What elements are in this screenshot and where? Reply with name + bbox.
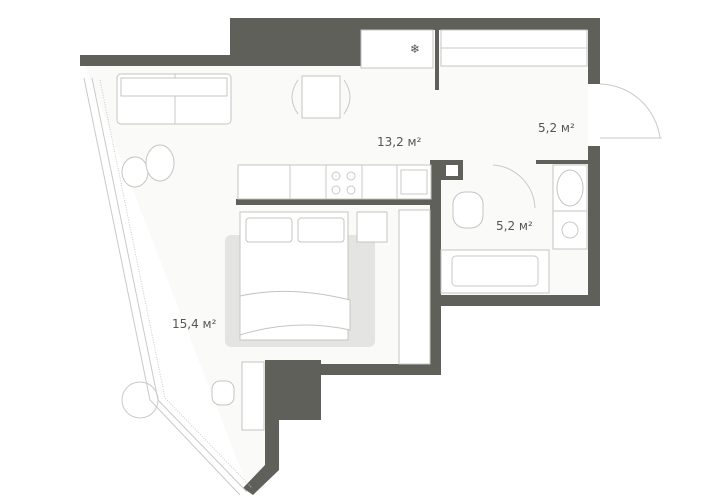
bed: [239, 211, 351, 341]
fridge: [360, 29, 434, 69]
sofa: [116, 73, 232, 125]
entrance-door[interactable]: [599, 83, 662, 139]
dining-table: [301, 75, 341, 119]
window: [83, 77, 253, 496]
bedroom-wardrobe: [398, 209, 431, 365]
kitchen-counter: [237, 164, 432, 200]
chair: [211, 380, 235, 406]
pouf: [145, 144, 175, 182]
snowflake-icon: ❄: [410, 42, 420, 56]
area-label-bedroom: 15,4 м²: [172, 317, 217, 331]
walls: [80, 18, 600, 495]
bathroom-fixtures: [440, 164, 588, 294]
area-label-hallway: 5,2 м²: [538, 121, 575, 135]
desk: [241, 361, 265, 431]
pouf: [121, 156, 149, 188]
nightstand: [356, 211, 388, 243]
area-label-bathroom: 5,2 м²: [496, 219, 533, 233]
area-label-living: 13,2 м²: [377, 135, 422, 149]
